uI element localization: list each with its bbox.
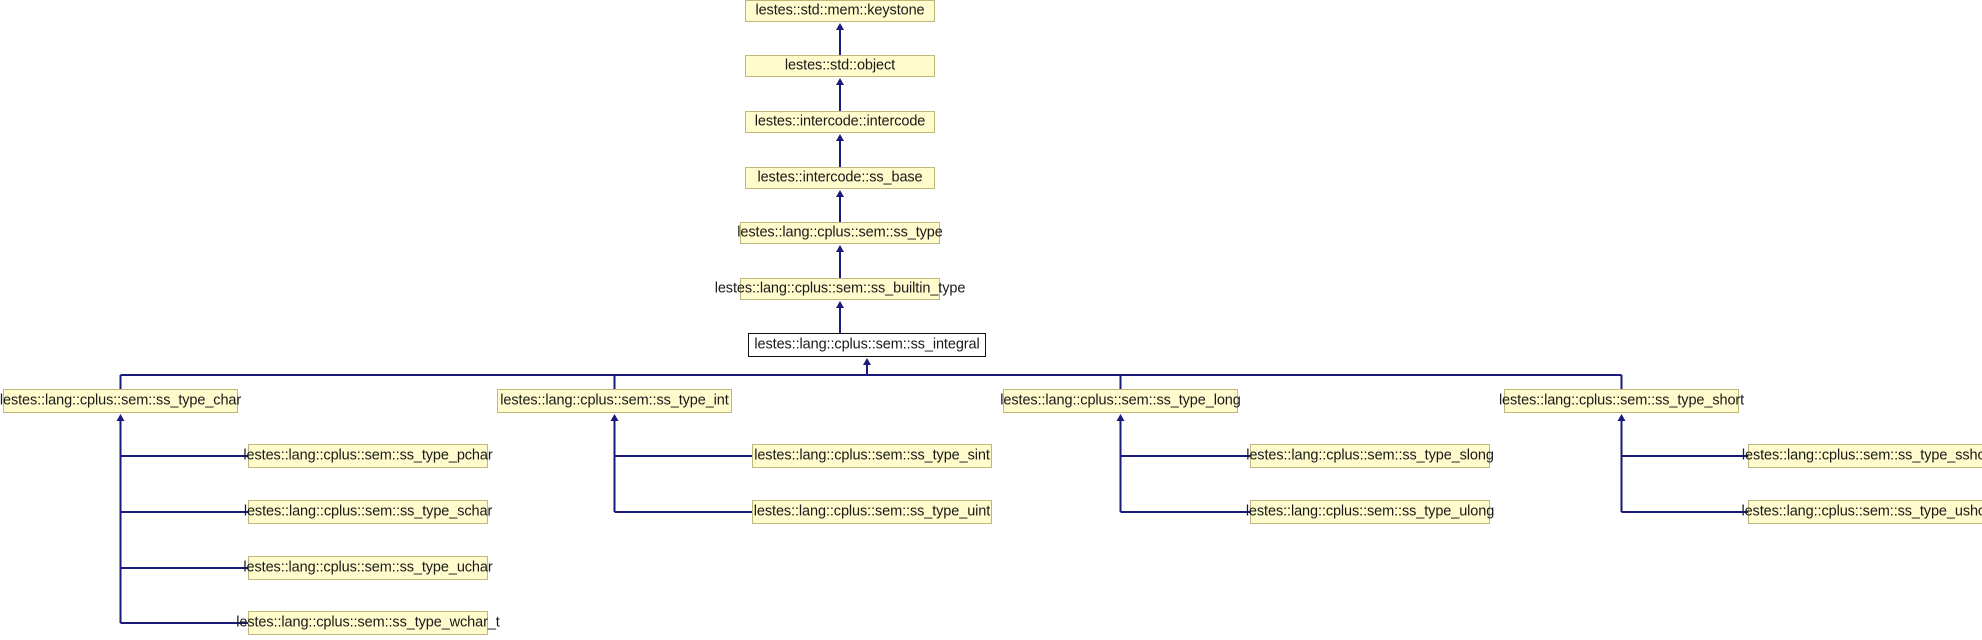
class-node-label: lestes::lang::cplus::sem::ss_type_schar — [243, 503, 493, 520]
class-node-type_short[interactable]: lestes::lang::cplus::sem::ss_type_short — [1499, 389, 1744, 413]
class-node-label: lestes::intercode::intercode — [754, 113, 926, 130]
class-node-type_ushort[interactable]: lestes::lang::cplus::sem::ss_type_ushort — [1741, 500, 1982, 524]
class-node-ss_builtin[interactable]: lestes::lang::cplus::sem::ss_builtin_typ… — [715, 278, 965, 300]
class-node-type_char[interactable]: lestes::lang::cplus::sem::ss_type_char — [0, 389, 242, 413]
class-node-label: lestes::lang::cplus::sem::ss_type_pchar — [243, 447, 493, 464]
class-node-label: lestes::lang::cplus::sem::ss_type_uchar — [243, 559, 493, 576]
class-node-ss_base[interactable]: lestes::intercode::ss_base — [745, 167, 935, 189]
class-node-label: lestes::lang::cplus::sem::ss_type_uint — [753, 503, 991, 520]
class-node-type_ulong[interactable]: lestes::lang::cplus::sem::ss_type_ulong — [1246, 500, 1494, 524]
class-node-label: lestes::lang::cplus::sem::ss_type_short — [1498, 392, 1745, 409]
class-node-ss_type[interactable]: lestes::lang::cplus::sem::ss_type — [737, 222, 943, 244]
class-node-object[interactable]: lestes::std::object — [745, 55, 935, 77]
class-node-label: lestes::lang::cplus::sem::ss_type_long — [1000, 392, 1241, 409]
class-node-label: lestes::lang::cplus::sem::ss_integral — [754, 336, 980, 353]
class-node-keystone[interactable]: lestes::std::mem::keystone — [745, 0, 935, 22]
class-node-type_sshort[interactable]: lestes::lang::cplus::sem::ss_type_sshort — [1742, 444, 1982, 468]
class-node-type_schar[interactable]: lestes::lang::cplus::sem::ss_type_schar — [244, 500, 492, 524]
class-node-type_wchar_t[interactable]: lestes::lang::cplus::sem::ss_type_wchar_… — [236, 611, 500, 635]
class-node-label: lestes::lang::cplus::sem::ss_type_ulong — [1245, 503, 1495, 520]
class-node-label: lestes::lang::cplus::sem::ss_type_char — [0, 392, 242, 409]
class-node-type_long[interactable]: lestes::lang::cplus::sem::ss_type_long — [1000, 389, 1241, 413]
class-node-label: lestes::std::object — [784, 57, 896, 74]
class-node-type_pchar[interactable]: lestes::lang::cplus::sem::ss_type_pchar — [243, 444, 493, 468]
class-node-type_int[interactable]: lestes::lang::cplus::sem::ss_type_int — [497, 389, 732, 413]
class-node-ss_integral[interactable]: lestes::lang::cplus::sem::ss_integral — [748, 333, 986, 357]
class-node-label: lestes::lang::cplus::sem::ss_type_slong — [1246, 447, 1494, 464]
class-node-label: lestes::lang::cplus::sem::ss_type_int — [500, 392, 729, 409]
class-node-label: lestes::lang::cplus::sem::ss_type_sint — [754, 447, 990, 464]
class-node-label: lestes::lang::cplus::sem::ss_type_wchar_… — [236, 614, 500, 631]
class-node-type_slong[interactable]: lestes::lang::cplus::sem::ss_type_slong — [1246, 444, 1494, 468]
class-node-type_uint[interactable]: lestes::lang::cplus::sem::ss_type_uint — [752, 500, 992, 524]
class-node-label: lestes::lang::cplus::sem::ss_type_ushort — [1741, 503, 1982, 520]
class-node-type_uchar[interactable]: lestes::lang::cplus::sem::ss_type_uchar — [243, 556, 493, 580]
class-node-label: lestes::lang::cplus::sem::ss_type — [737, 224, 943, 241]
class-node-label: lestes::lang::cplus::sem::ss_builtin_typ… — [714, 280, 966, 297]
class-node-label: lestes::intercode::ss_base — [757, 169, 923, 186]
class-node-label: lestes::lang::cplus::sem::ss_type_sshort — [1741, 447, 1982, 464]
class-node-intercode[interactable]: lestes::intercode::intercode — [745, 111, 935, 133]
class-node-label: lestes::std::mem::keystone — [755, 2, 925, 19]
class-node-type_sint[interactable]: lestes::lang::cplus::sem::ss_type_sint — [752, 444, 992, 468]
